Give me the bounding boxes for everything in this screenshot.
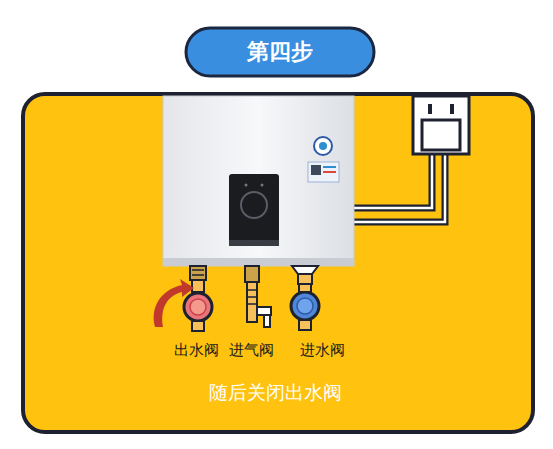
- inlet-valve: [291, 266, 319, 330]
- panel: [23, 94, 533, 432]
- gas-valve: [245, 266, 271, 327]
- valve-label: 进气阀: [229, 341, 274, 360]
- valve-label: 出水阀: [174, 341, 219, 360]
- valve-label: 进水阀: [300, 341, 345, 360]
- turn-arrow: [154, 279, 194, 327]
- step-title: 第四步: [247, 37, 313, 67]
- water-heater: [163, 96, 354, 266]
- instruction-text: 随后关闭出水阀: [209, 380, 342, 406]
- outlet-valve: [184, 266, 212, 331]
- wall-socket: [413, 96, 469, 154]
- title-pill: [186, 28, 374, 76]
